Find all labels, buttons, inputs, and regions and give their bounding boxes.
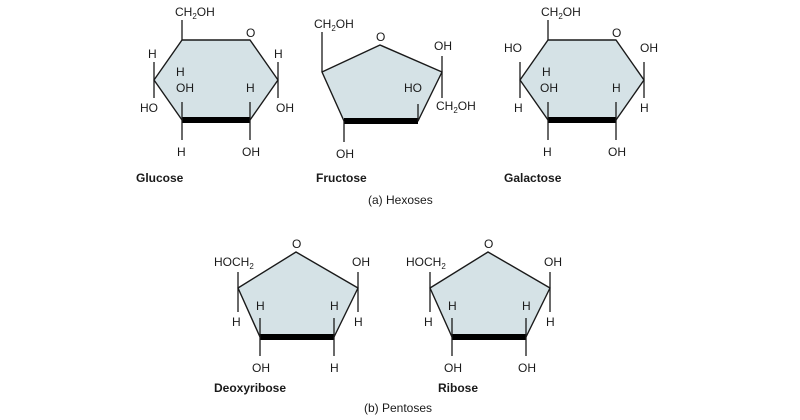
deoxyribose-h-c3-top: H (256, 299, 265, 313)
fructose-structure: CH2OH O OH HO CH2OH OH Fructose (314, 17, 476, 185)
glucose-ring (153, 39, 279, 121)
glucose-h-c2: H (246, 81, 255, 95)
ribose-h-c2: H (522, 299, 531, 313)
ribose-name: Ribose (438, 381, 478, 395)
galactose-oh-c2: OH (608, 145, 626, 159)
fructose-ho-c3: HO (404, 81, 422, 95)
deoxyribose-oh-c3: OH (252, 361, 270, 375)
glucose-h-c4: H (176, 65, 185, 79)
glucose-oh-c1: OH (276, 101, 294, 115)
ribose-hoch2-label: HOCH2 (406, 255, 446, 271)
fructose-ring-oxygen: O (376, 30, 385, 44)
galactose-h-c5: H (542, 65, 551, 79)
ribose-oh-c1: OH (544, 255, 562, 269)
ribose-oh-c3: OH (444, 361, 462, 375)
ribose-h-c3: H (448, 299, 457, 313)
deoxyribose-h-c1: H (354, 315, 363, 329)
glucose-ch2oh-label: CH2OH (175, 5, 215, 21)
glucose-h-c3: H (177, 145, 186, 159)
fructose-ch2oh-c2-label: CH2OH (436, 99, 476, 115)
galactose-ring (519, 39, 645, 121)
fructose-oh-c4: OH (336, 147, 354, 161)
deoxyribose-name: Deoxyribose (214, 381, 286, 395)
glucose-name: Glucose (136, 171, 184, 185)
fructose-ring (321, 44, 443, 122)
deoxyribose-oh-c1: OH (352, 255, 370, 269)
glucose-structure: CH2OH O H H H OH H HO OH H OH Glucose (136, 5, 294, 185)
galactose-h-c1: H (640, 101, 649, 115)
glucose-ring-oxygen: O (246, 26, 255, 40)
deoxyribose-structure: HOCH2 O OH H H H H OH H Deoxyribose (214, 237, 370, 395)
deoxyribose-ring-oxygen: O (292, 237, 301, 251)
glucose-oh-c4: OH (176, 81, 194, 95)
galactose-h-c4: H (514, 101, 523, 115)
ribose-ring (429, 251, 551, 338)
galactose-ho-c4: HO (504, 41, 522, 55)
ribose-h-c4: H (424, 315, 433, 329)
pentoses-caption: (b) Pentoses (364, 401, 432, 415)
glucose-ho-c4: HO (140, 101, 158, 115)
glucose-h-c1: H (274, 47, 283, 61)
ribose-ring-oxygen: O (484, 237, 493, 251)
ribose-h-c1: H (546, 315, 555, 329)
deoxyribose-hoch2-label: HOCH2 (214, 255, 254, 271)
deoxyribose-h-c4: H (232, 315, 241, 329)
ribose-structure: HOCH2 O OH H H H H OH OH Ribose (406, 237, 562, 395)
fructose-name: Fructose (316, 171, 367, 185)
glucose-h-c5: H (148, 47, 157, 61)
galactose-h-c3: H (543, 145, 552, 159)
fructose-ch2oh-top-label: CH2OH (314, 17, 354, 33)
deoxyribose-h-c2: H (330, 361, 339, 375)
galactose-ring-oxygen: O (612, 26, 621, 40)
glucose-oh-c2: OH (242, 145, 260, 159)
galactose-name: Galactose (504, 171, 562, 185)
galactose-structure: CH2OH O HO OH H OH H H H H OH Galactose (504, 5, 658, 185)
galactose-h-c2: H (612, 81, 621, 95)
deoxyribose-h-c2-top: H (330, 299, 339, 313)
galactose-oh-c3: OH (540, 81, 558, 95)
ribose-oh-c2: OH (518, 361, 536, 375)
hexoses-caption: (a) Hexoses (368, 193, 433, 207)
deoxyribose-ring (237, 251, 359, 338)
galactose-ch2oh-label: CH2OH (541, 5, 581, 21)
galactose-oh-c1: OH (640, 41, 658, 55)
fructose-oh-c2: OH (434, 39, 452, 53)
